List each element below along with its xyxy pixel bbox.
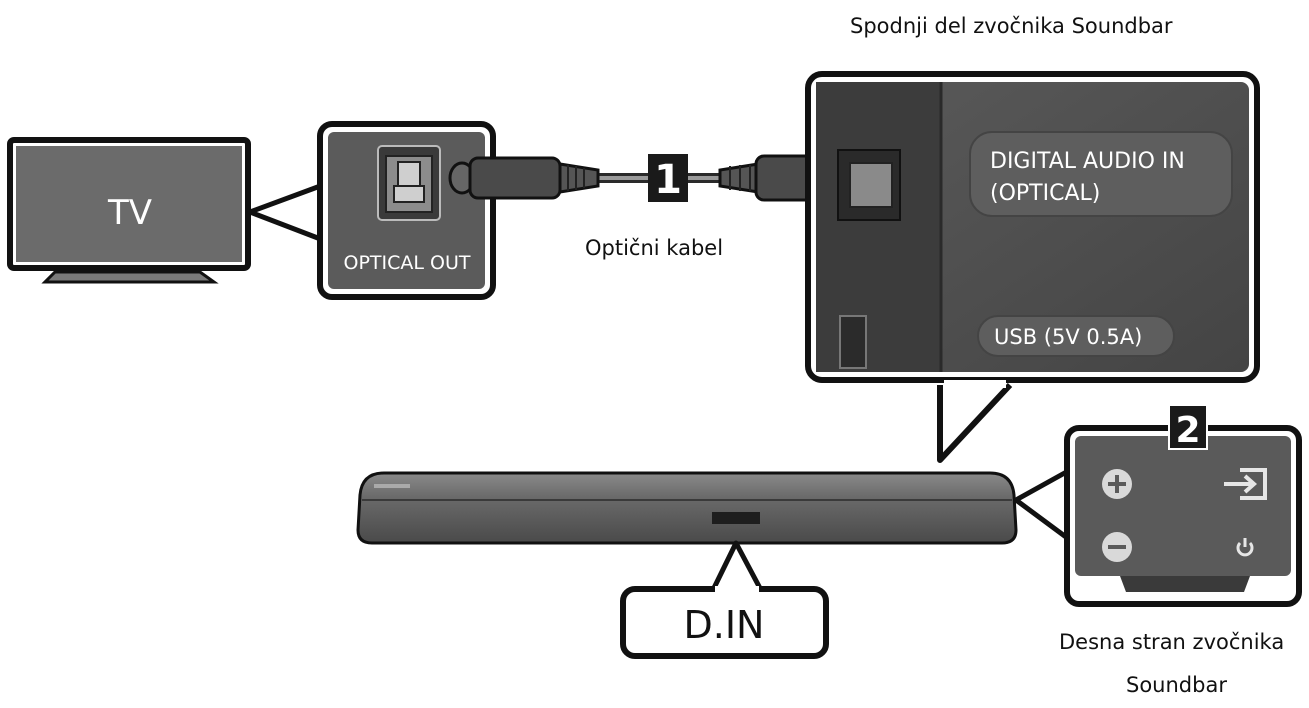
- minus-icon: [1102, 532, 1132, 562]
- soundbar-bottom-panel: DIGITAL AUDIO IN (OPTICAL) USB (5V 0.5A): [805, 71, 1260, 463]
- power-icon: [1236, 538, 1254, 557]
- right-side-title-line1: Desna stran zvočnika: [1059, 630, 1285, 654]
- step-2-badge: 2: [1170, 406, 1206, 451]
- din-callout: D.IN: [620, 540, 829, 659]
- soundbar-bottom-title: Spodnji del zvočnika Soundbar: [850, 14, 1173, 38]
- left-optical-plug: [448, 156, 600, 200]
- usb-port-icon: [839, 315, 867, 369]
- optical-cable-label: Optični kabel: [585, 236, 724, 260]
- right-side-title-line2: Soundbar: [1126, 673, 1227, 697]
- input-source-icon: [1224, 468, 1267, 500]
- tv-label: TV: [107, 193, 152, 233]
- optical-out-label: OPTICAL OUT: [344, 252, 471, 274]
- plus-icon: [1102, 469, 1132, 499]
- soundbar-icon: [356, 471, 1018, 545]
- digital-audio-in-label: DIGITAL AUDIO IN: [990, 149, 1185, 174]
- callout-pointer: [1013, 467, 1073, 543]
- callout-pointer: [247, 182, 326, 243]
- optical-port-icon: [377, 145, 441, 221]
- optical-input-port-icon: [837, 149, 901, 221]
- tv-icon: TV: [7, 137, 251, 284]
- step-1-number: 1: [654, 157, 682, 203]
- din-label: D.IN: [684, 603, 765, 647]
- optical-sub-label: (OPTICAL): [990, 181, 1100, 206]
- optical-out-panel: OPTICAL OUT: [317, 121, 496, 300]
- optical-cable: 1: [448, 154, 848, 203]
- soundbar-right-side-panel: 2: [1064, 404, 1302, 607]
- step-2-number: 2: [1175, 410, 1200, 451]
- step-1-badge: 1: [648, 154, 688, 203]
- display-window: [712, 512, 760, 524]
- usb-label: USB (5V 0.5A): [994, 325, 1142, 349]
